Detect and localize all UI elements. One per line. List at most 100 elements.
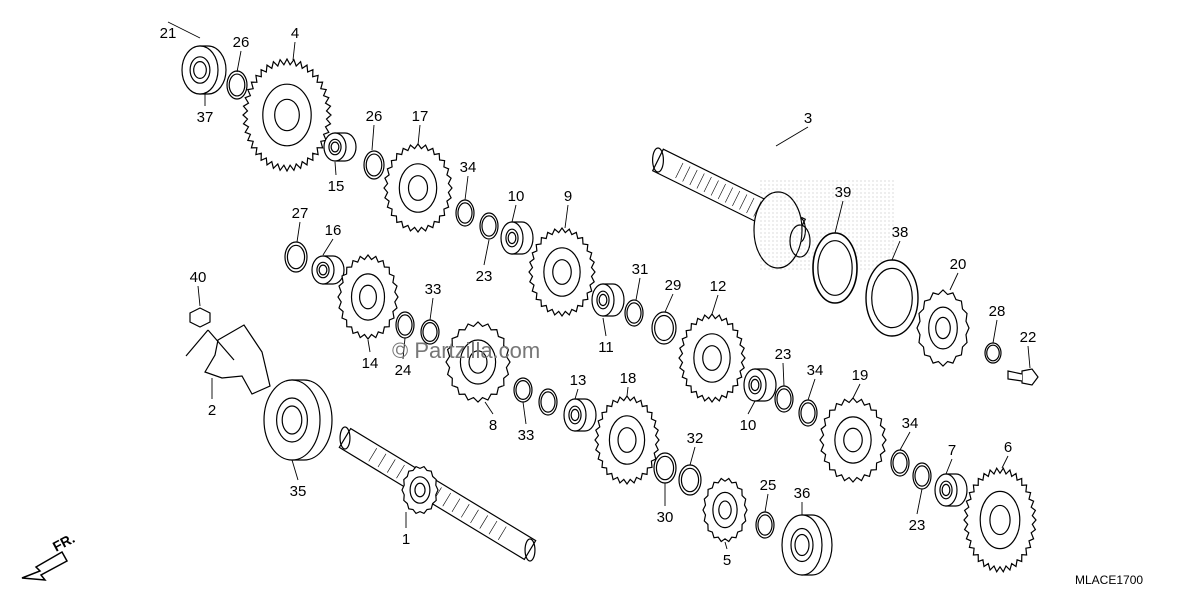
part-label: 37 [197, 109, 214, 126]
gear-8-shape [445, 321, 511, 403]
leader-line [1027, 345, 1031, 369]
leader-line [292, 41, 296, 61]
part-label: 29 [665, 277, 682, 294]
callout-p17: 17 [412, 108, 428, 146]
part-label: 23 [476, 268, 493, 285]
clip-32-shape [678, 464, 702, 496]
callout-p37: 37 [197, 94, 214, 126]
seal-38-shape [865, 259, 919, 337]
leader-line [664, 293, 674, 313]
drawing-code: MLACE1700 [1075, 573, 1143, 587]
part-label: 25 [760, 477, 777, 494]
part-label: 12 [710, 278, 727, 295]
callout-p30: 30 [657, 483, 673, 526]
leader-line [602, 317, 607, 337]
leader-line [689, 446, 696, 466]
callout-p7: 7 [945, 442, 956, 475]
callout-p34b: 34 [807, 362, 824, 401]
leader-line [296, 221, 301, 243]
part-label: 10 [740, 417, 757, 434]
leader-line [1001, 455, 1009, 469]
part-label: 34 [807, 362, 824, 379]
leader-line [764, 493, 769, 513]
washer-23b-shape [774, 385, 794, 413]
callout-p12: 12 [710, 278, 727, 315]
bearing-36-shape [781, 514, 833, 576]
callout-p20: 20 [949, 256, 967, 291]
leader-line [334, 161, 337, 176]
part-label: 6 [1004, 439, 1012, 456]
callout-p26b: 26 [366, 108, 382, 151]
callout-p5: 5 [723, 541, 731, 569]
callout-p19: 19 [852, 367, 868, 399]
callout-p6: 6 [1001, 439, 1012, 469]
part-label: 34 [902, 415, 919, 432]
part-label: 22 [1020, 329, 1037, 346]
leader-line [236, 50, 242, 73]
part-label: 26 [233, 34, 250, 51]
gear-14-shape [337, 254, 399, 340]
clip-27-shape [284, 241, 308, 273]
callout-p39: 39 [834, 184, 852, 234]
part-label: 40 [190, 269, 207, 286]
gear-19-shape [819, 397, 887, 483]
leader-line [949, 272, 959, 291]
callout-p32: 32 [687, 430, 703, 466]
clip-33b-shape [513, 377, 533, 403]
fork-2-shape [185, 324, 271, 395]
callout-p26a: 26 [233, 34, 250, 73]
leader-line [635, 277, 641, 301]
callout-p3: 3 [775, 110, 812, 147]
part-label: 18 [620, 370, 637, 387]
washer-26-shape [226, 70, 248, 100]
part-label: 1 [402, 531, 410, 548]
washer-23-shape [479, 212, 499, 240]
callout-p25: 25 [760, 477, 777, 513]
leader-line [511, 204, 517, 223]
clip-29-shape [651, 311, 677, 345]
part-label: 23 [775, 346, 792, 363]
leader-line [483, 239, 490, 266]
leader-line [417, 124, 421, 146]
part-label: 36 [794, 485, 811, 502]
countershaft-3-shape [651, 147, 895, 270]
part-label: 8 [489, 417, 497, 434]
clip-34-shape [455, 199, 475, 227]
part-label: 27 [292, 205, 309, 222]
part-label: 11 [598, 339, 614, 356]
callout-p40: 40 [190, 269, 207, 307]
oring-39-shape [812, 232, 858, 304]
callout-p23b: 23 [775, 346, 792, 387]
washer-26b-shape [363, 150, 385, 180]
leader-line [367, 339, 371, 353]
clip-34b-shape [798, 399, 818, 427]
callout-p34c: 34 [899, 415, 919, 451]
part-label: 20 [950, 256, 967, 273]
leader-line [371, 124, 375, 151]
callout-p28: 28 [989, 303, 1005, 344]
callout-p18: 18 [620, 370, 637, 397]
part-label: 23 [909, 517, 926, 534]
watermark-text: © Partzilla.com [392, 338, 540, 363]
callout-p22: 22 [1020, 329, 1037, 369]
washer-30-shape [653, 452, 677, 484]
callout-p23a: 23 [476, 239, 493, 285]
part-label: 13 [570, 372, 587, 389]
leader-line [852, 383, 861, 399]
callout-p33b: 33 [518, 401, 535, 444]
part-label: 39 [835, 184, 852, 201]
front-direction-arrow-icon: FR. [21, 530, 77, 581]
gear-6-shape [963, 466, 1037, 574]
gear-12-shape [678, 312, 746, 404]
leader-line [916, 488, 923, 515]
bushing-15-shape [323, 132, 357, 162]
bearing-13-shape [563, 398, 597, 432]
washer-28-shape [984, 342, 1002, 364]
part-label: 33 [518, 427, 535, 444]
gear-9-shape [528, 226, 596, 318]
leader-line [724, 541, 728, 550]
callout-p27: 27 [292, 205, 309, 243]
callout-p29: 29 [664, 277, 682, 313]
